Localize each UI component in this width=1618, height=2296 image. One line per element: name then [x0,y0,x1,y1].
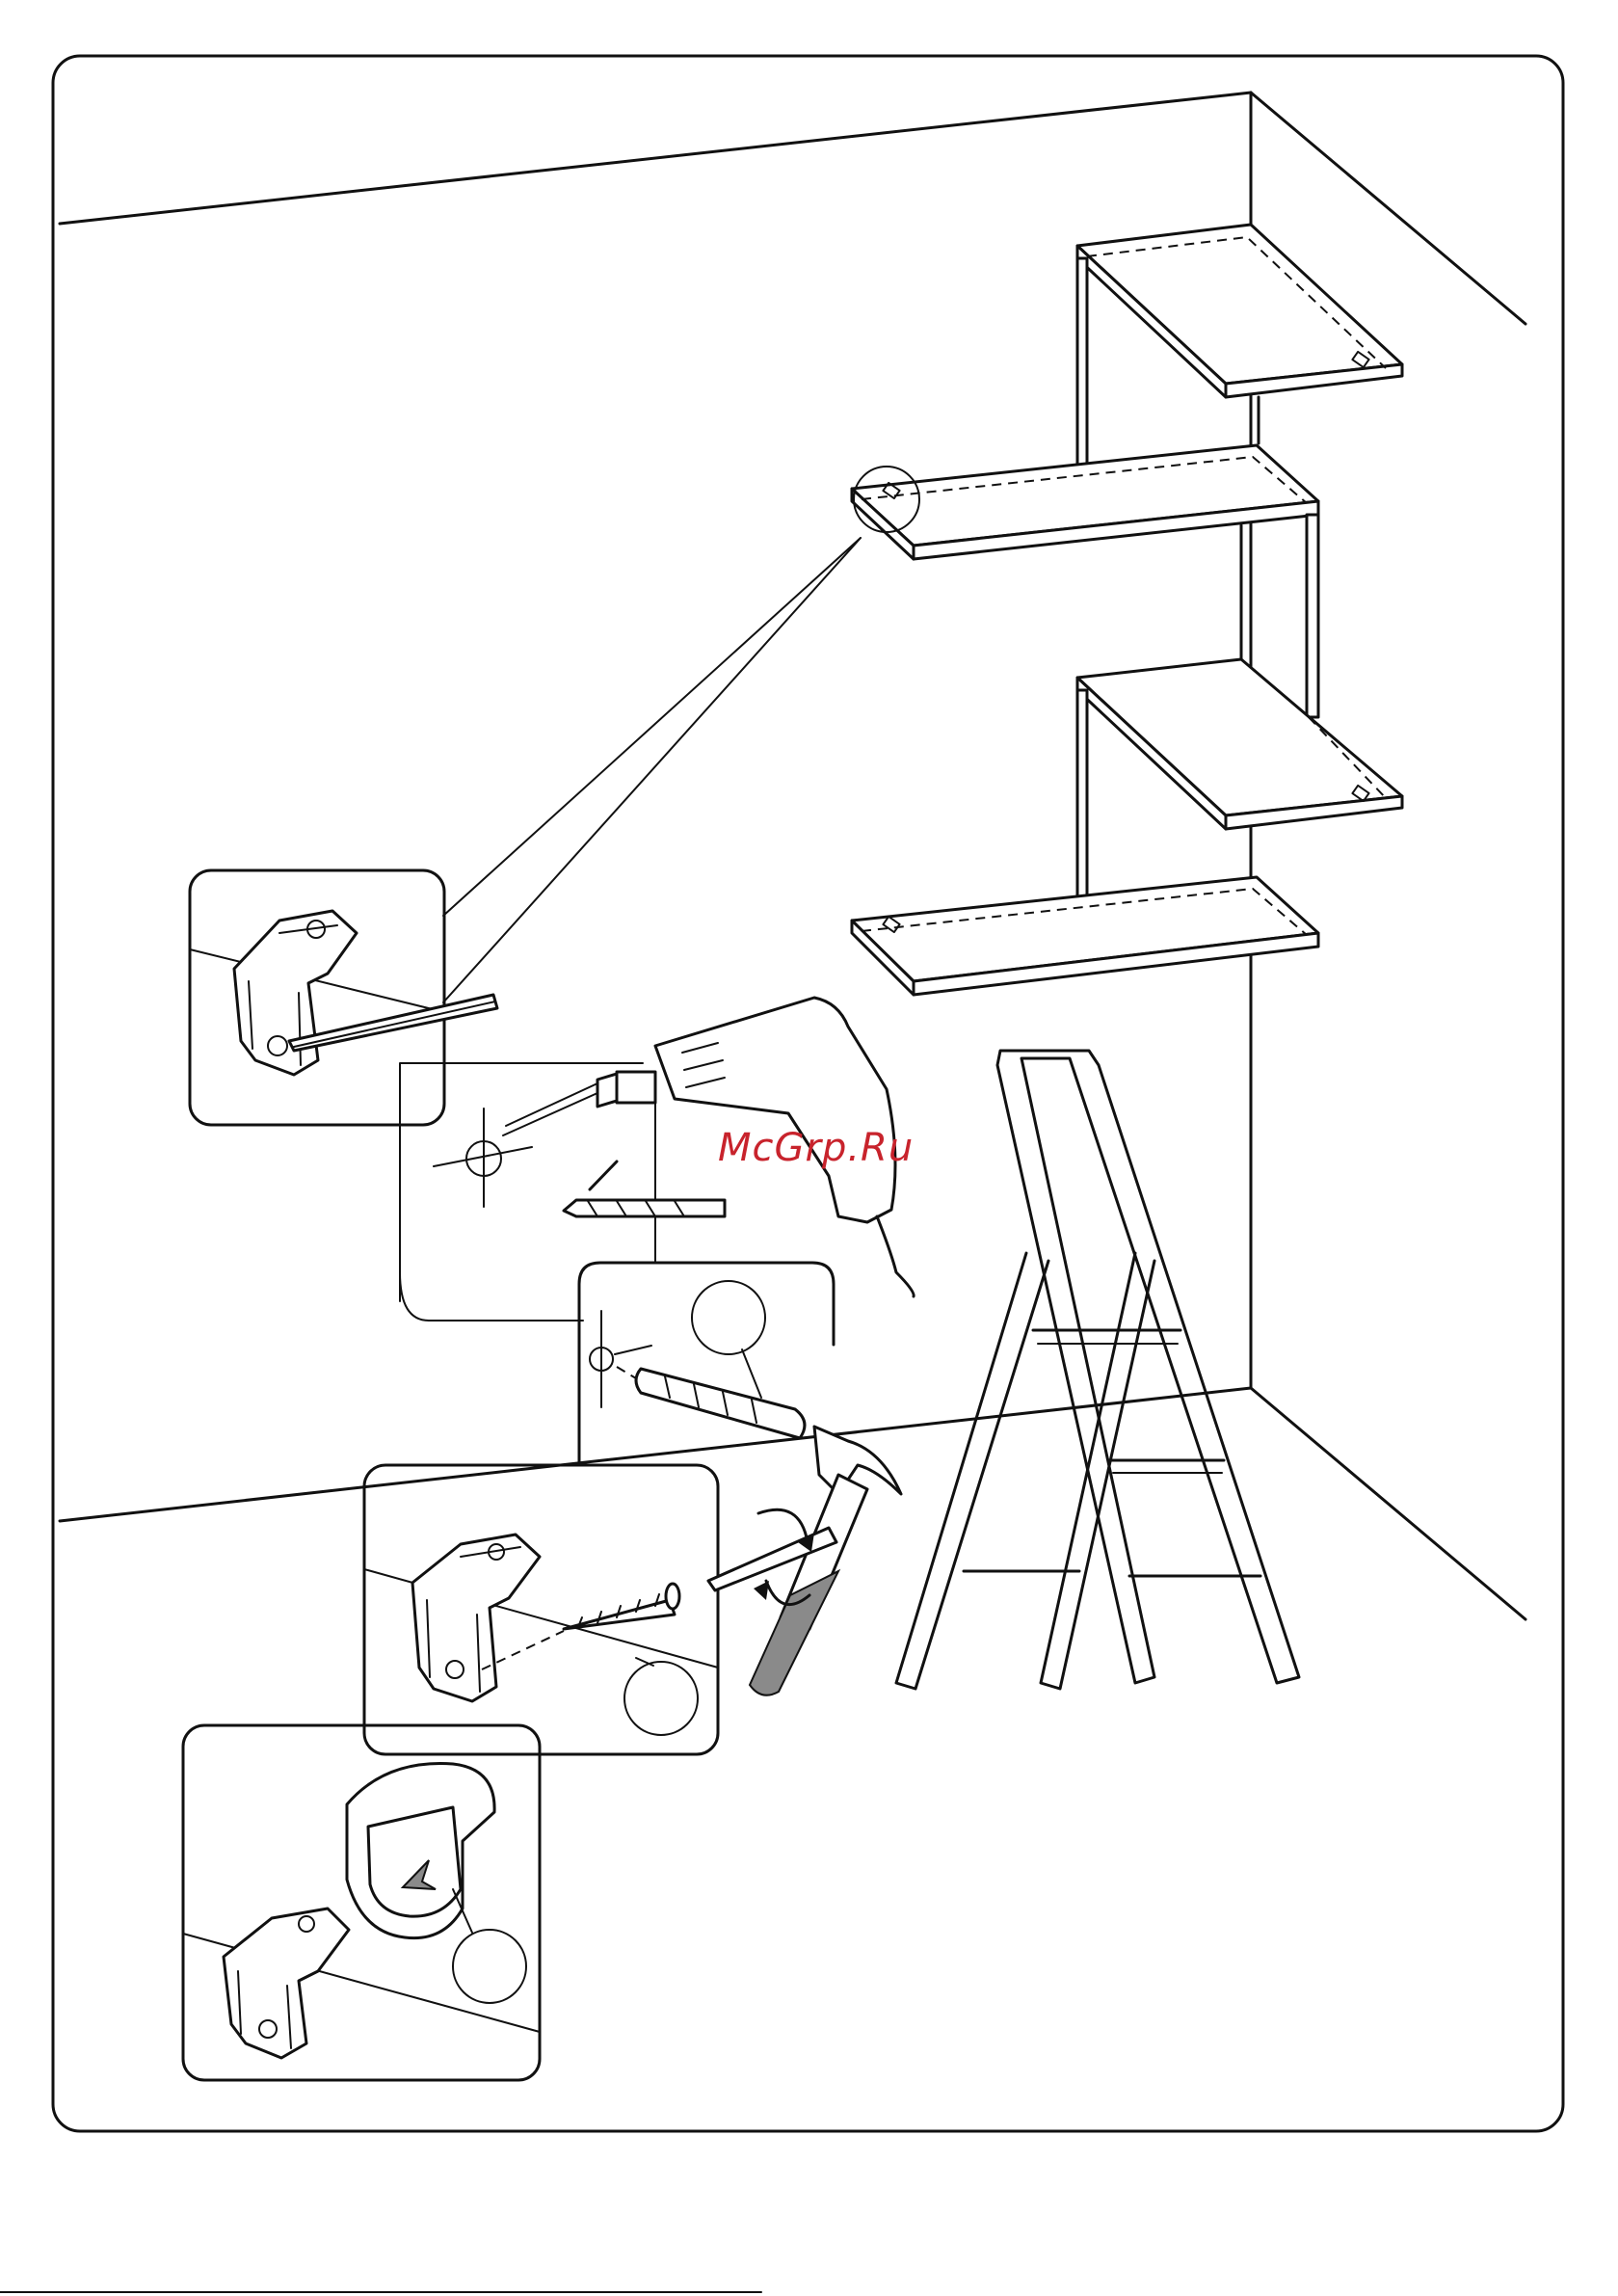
watermark-text: McGrp.Ru [718,1126,914,1170]
part-number-circle [453,1930,526,2003]
mounting-bracket [224,1909,349,2058]
screwdriver [708,1509,838,1695]
mounting-bracket [412,1535,540,1701]
callout-line [443,538,861,1002]
bracket-cover-cap [347,1764,494,1938]
step-screw-panel [364,1465,718,1754]
step-ladder [896,1051,1299,1689]
shelf-side-1 [1077,258,1087,467]
callout-line [443,538,861,916]
zigzag-wall-shelf [852,225,1402,995]
shelf-side-2 [1307,515,1318,717]
step-cover-panel [183,1725,540,2080]
part-number-circle [692,1281,765,1354]
part-number-circle [624,1662,698,1735]
shelf-side-3 [1077,690,1087,896]
drill-bit [564,1161,725,1216]
wall-plug [617,1367,805,1438]
pencil [289,995,497,1051]
crosshair-mark [434,1108,532,1207]
